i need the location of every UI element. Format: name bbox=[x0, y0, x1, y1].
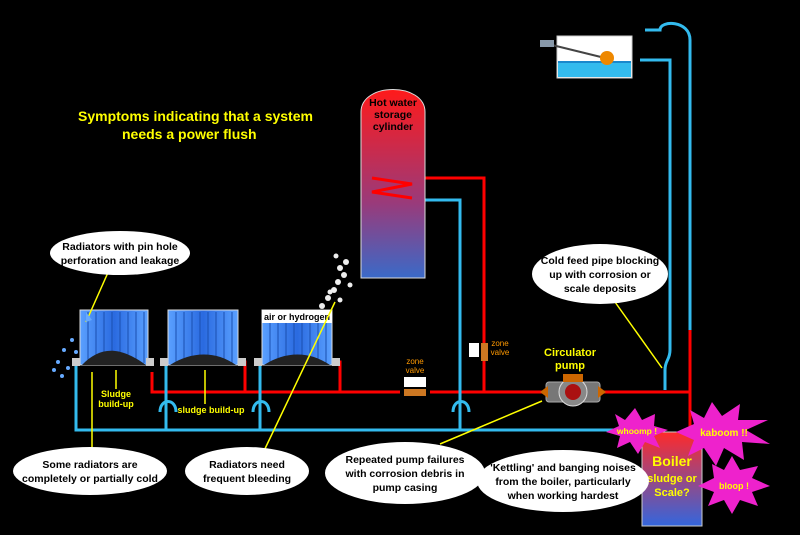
cylinder-label-1: Hot water bbox=[369, 97, 417, 109]
svg-text:'Kettling' and banging noises: 'Kettling' and banging noises bbox=[490, 462, 636, 474]
title-line-1: Symptoms indicating that a system bbox=[78, 108, 313, 124]
cylinder-label-3: cylinder bbox=[373, 121, 413, 133]
boiler: Boiler sludge or Scale? bbox=[641, 431, 703, 527]
svg-text:frequent bleeding: frequent bleeding bbox=[203, 473, 291, 485]
boiler-title: Boiler bbox=[652, 453, 692, 469]
cold-return-pipe bbox=[74, 362, 640, 432]
radiator-3: air or hydrogen bbox=[254, 309, 340, 366]
callout-coldfeed: Cold feed pipe blocking up with corrosio… bbox=[532, 244, 668, 304]
svg-text:kaboom !!: kaboom !! bbox=[700, 428, 748, 439]
svg-text:completely or partially cold: completely or partially cold bbox=[22, 473, 158, 485]
svg-text:zone: zone bbox=[491, 339, 509, 348]
header-tank bbox=[540, 35, 633, 79]
callout-pointers bbox=[85, 267, 663, 456]
svg-text:Some radiators are: Some radiators are bbox=[42, 459, 137, 471]
svg-text:Radiators need: Radiators need bbox=[209, 459, 285, 471]
svg-text:from the boiler, particularly: from the boiler, particularly bbox=[495, 476, 631, 488]
air-bubbles bbox=[319, 253, 353, 309]
burst-whoomp: whoomp ! bbox=[606, 408, 668, 454]
pipe-hump-1 bbox=[158, 400, 178, 413]
sludge-label-2: sludge build-up bbox=[178, 405, 245, 415]
svg-text:valve: valve bbox=[491, 348, 510, 357]
leak-drops bbox=[52, 338, 78, 378]
svg-text:pump: pump bbox=[555, 360, 585, 372]
burst-bloop: bloop ! bbox=[698, 456, 770, 514]
air-hydrogen-label: air or hydrogen bbox=[264, 312, 330, 322]
circulator-pump: Circulator pump bbox=[540, 347, 606, 407]
ballcock-float bbox=[600, 51, 614, 65]
svg-text:pump casing: pump casing bbox=[373, 482, 438, 494]
callout-pump-failures: Repeated pump failures with corrosion de… bbox=[325, 442, 485, 504]
boiler-line-1: sludge or bbox=[647, 473, 697, 485]
rad-blue-link-1 bbox=[162, 360, 168, 430]
boiler-line-2: Scale? bbox=[654, 487, 690, 499]
svg-text:scale deposits: scale deposits bbox=[564, 283, 637, 295]
svg-text:when working hardest: when working hardest bbox=[507, 490, 619, 502]
radiator-1-left-valve bbox=[72, 358, 80, 366]
vent-pipe bbox=[645, 21, 692, 330]
svg-text:whoomp !: whoomp ! bbox=[616, 426, 657, 436]
arrowhead-pinhole bbox=[86, 312, 92, 322]
svg-text:with corrosion debris in: with corrosion debris in bbox=[344, 468, 464, 480]
radiator-1 bbox=[79, 309, 154, 366]
sludge-deposit-3 bbox=[264, 354, 330, 365]
sludge-deposit-2 bbox=[170, 354, 236, 365]
svg-text:bloop !: bloop ! bbox=[719, 481, 749, 491]
svg-text:Cold feed pipe blocking: Cold feed pipe blocking bbox=[541, 255, 659, 267]
zone-valve-2: zone valve bbox=[469, 339, 510, 361]
rad-red-link-2 bbox=[332, 360, 342, 392]
sludge-label-1b: build-up bbox=[98, 399, 134, 409]
pipe-hump-2 bbox=[251, 400, 271, 413]
hot-water-cylinder: Hot water storage cylinder bbox=[360, 89, 426, 279]
pipe-hump-3 bbox=[451, 400, 471, 413]
svg-text:Radiators with pin hole: Radiators with pin hole bbox=[62, 241, 178, 253]
cylinder-label-2: storage bbox=[374, 109, 412, 121]
svg-text:valve: valve bbox=[406, 366, 425, 375]
zone-valve-1: zone valve bbox=[404, 357, 426, 396]
ballvalve-body bbox=[540, 40, 554, 47]
rad-blue-link-2 bbox=[256, 360, 262, 430]
radiator-2 bbox=[160, 309, 246, 366]
tank-water bbox=[558, 62, 631, 77]
cold-feed-pipe bbox=[640, 58, 672, 390]
callout-cold-radiators: Some radiators are completely or partial… bbox=[13, 447, 167, 495]
callout-bleeding: Radiators need frequent bleeding bbox=[185, 447, 309, 495]
hot-flow-pipe bbox=[150, 372, 400, 394]
sludge-deposit-1 bbox=[82, 350, 146, 365]
air-pocket bbox=[262, 310, 332, 323]
svg-text:zone: zone bbox=[406, 357, 424, 366]
sludge-label-1a: Sludge bbox=[101, 389, 131, 399]
svg-text:Repeated pump failures: Repeated pump failures bbox=[345, 454, 464, 466]
callout-pinhole: Radiators with pin hole perforation and … bbox=[50, 231, 190, 275]
rad-red-link-1 bbox=[240, 360, 247, 392]
callout-kettling: 'Kettling' and banging noises from the b… bbox=[477, 450, 649, 512]
svg-text:Circulator: Circulator bbox=[544, 347, 597, 359]
svg-text:up with corrosion or: up with corrosion or bbox=[549, 269, 651, 281]
title-line-2: needs a power flush bbox=[122, 126, 257, 142]
cylinder-coil bbox=[371, 176, 413, 200]
svg-text:perforation and leakage: perforation and leakage bbox=[61, 255, 180, 267]
ballcock-arm bbox=[547, 43, 606, 59]
burst-kaboom: kaboom !! bbox=[676, 402, 770, 466]
